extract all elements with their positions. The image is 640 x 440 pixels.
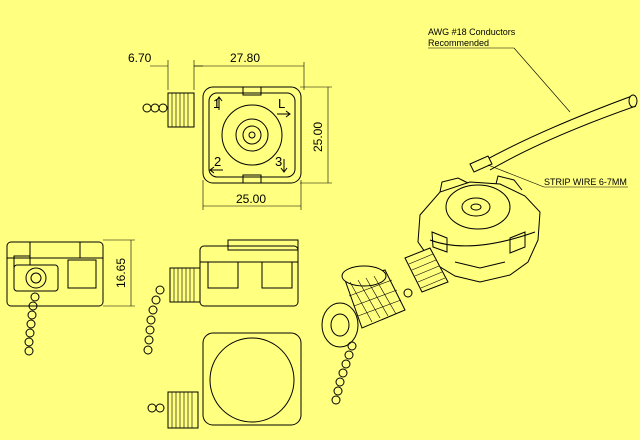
dim-width-top-label: 27.80 bbox=[230, 51, 260, 65]
knurled-knob bbox=[321, 265, 406, 348]
arrow-up-icon bbox=[215, 96, 223, 110]
middle-view-bushing bbox=[169, 267, 201, 303]
dim-width-bottom-label: 25.00 bbox=[236, 192, 266, 206]
wire-note-line1: AWG #18 Conductors bbox=[428, 27, 516, 37]
dimension-offset: 6.70 bbox=[128, 51, 203, 90]
iso-bushing bbox=[403, 247, 449, 298]
middle-view-chain bbox=[143, 285, 165, 355]
dimension-width-bottom: 25.00 bbox=[202, 180, 302, 210]
strip-note: STRIP WIRE 6-7MM bbox=[487, 164, 628, 188]
arrow-right-icon bbox=[277, 110, 291, 118]
dimension-height-right: 25.00 bbox=[300, 86, 332, 184]
wire-note: AWG #18 Conductors Recommended bbox=[428, 27, 571, 113]
back-view-bushing bbox=[147, 391, 199, 429]
front-view-bushing bbox=[142, 92, 195, 128]
front-view: 1 L 2 3 6.70 27.80 25.00 bbox=[128, 51, 332, 210]
middle-view-body bbox=[199, 245, 299, 307]
arrow-down-icon bbox=[280, 159, 288, 173]
dimension-side-height: 16.65 bbox=[103, 239, 135, 307]
side-view: 16.65 bbox=[6, 239, 135, 356]
back-view bbox=[147, 332, 302, 429]
dim-offset-label: 6.70 bbox=[128, 51, 152, 65]
wire-note-line2: Recommended bbox=[428, 38, 489, 48]
terminal-mark-3: 3 bbox=[275, 154, 282, 169]
front-view-rotor bbox=[221, 104, 283, 166]
isometric-view bbox=[403, 94, 638, 298]
terminal-mark-l: L bbox=[278, 96, 285, 111]
side-view-nut bbox=[13, 264, 59, 292]
dim-side-height-label: 16.65 bbox=[114, 258, 128, 288]
iso-wire bbox=[469, 94, 638, 173]
arrow-left-icon bbox=[209, 166, 223, 174]
side-view-chain bbox=[24, 292, 40, 356]
middle-view bbox=[143, 239, 299, 355]
dim-height-right-label: 25.00 bbox=[311, 122, 325, 152]
strip-note-label: STRIP WIRE 6-7MM bbox=[544, 177, 627, 187]
terminal-mark-1: 1 bbox=[213, 96, 220, 111]
iso-chain bbox=[331, 341, 357, 405]
dimension-width-top: 27.80 bbox=[194, 51, 305, 90]
terminal-mark-2: 2 bbox=[214, 154, 221, 169]
